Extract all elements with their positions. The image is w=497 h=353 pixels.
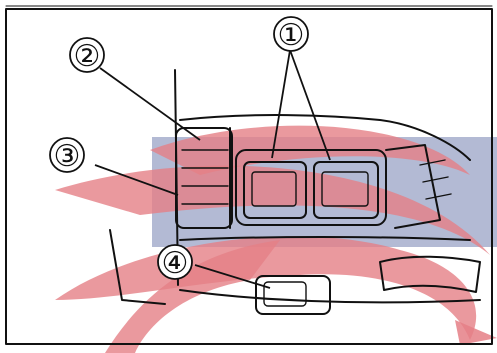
callout-1-label: ① bbox=[278, 19, 305, 52]
callout-3-label: ③ bbox=[54, 140, 81, 173]
callout-3: ③ bbox=[50, 138, 84, 173]
callout-2-label: ② bbox=[74, 40, 101, 73]
callout-4: ④ bbox=[158, 245, 192, 280]
callout-1: ① bbox=[274, 17, 308, 52]
callout-2: ② bbox=[70, 38, 104, 73]
callout-4-label: ④ bbox=[162, 247, 189, 280]
